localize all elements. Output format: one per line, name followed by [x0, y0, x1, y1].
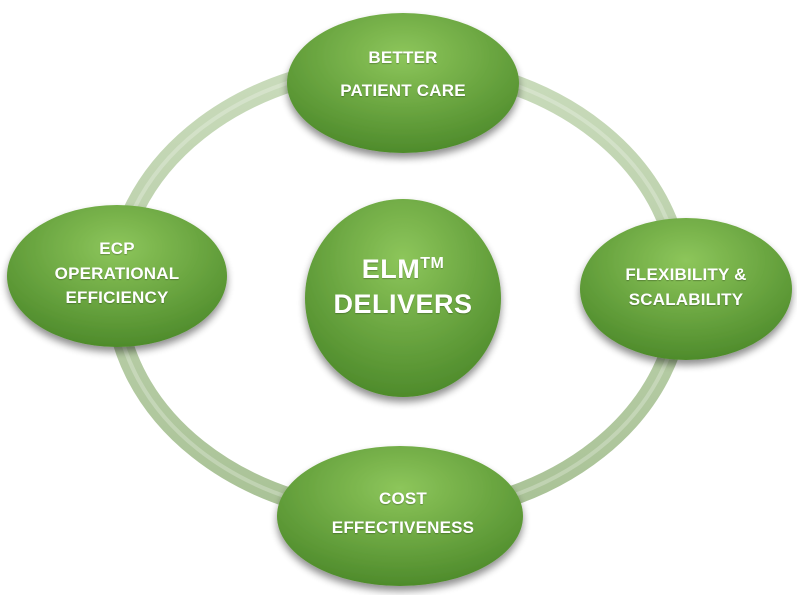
left-node-line3: EFFICIENCY — [65, 288, 169, 308]
right-node-line2: SCALABILITY — [628, 289, 744, 309]
right-node-line1: FLEXIBILITY & — [625, 265, 747, 284]
top-node-label: BETTER PATIENT CARE — [303, 46, 503, 103]
center-label: ELMTM DELIVERS — [303, 252, 503, 322]
top-node-line1: BETTER — [368, 48, 438, 67]
node-better-patient-care — [287, 13, 519, 153]
right-node-label: FLEXIBILITY & SCALABILITY — [586, 263, 786, 312]
center-label-line2: DELIVERS — [333, 289, 473, 320]
node-flexibility-scalability — [580, 218, 792, 360]
top-node-line2: PATIENT CARE — [340, 80, 466, 100]
left-node-label: ECP OPERATIONAL EFFICIENCY — [17, 237, 217, 311]
trademark-mark: TM — [420, 255, 445, 272]
node-cost-effectiveness — [277, 446, 523, 586]
node-ecp-operational-efficiency — [7, 205, 227, 347]
center-label-line1: ELM — [361, 254, 421, 284]
left-node-line1: ECP — [99, 239, 135, 258]
bottom-node-label: COST EFFECTIVENESS — [303, 487, 503, 540]
bottom-node-line2: EFFECTIVENESS — [331, 517, 475, 537]
bottom-node-line1: COST — [378, 489, 428, 508]
center-circle — [305, 199, 501, 397]
left-node-line2: OPERATIONAL — [54, 263, 180, 283]
